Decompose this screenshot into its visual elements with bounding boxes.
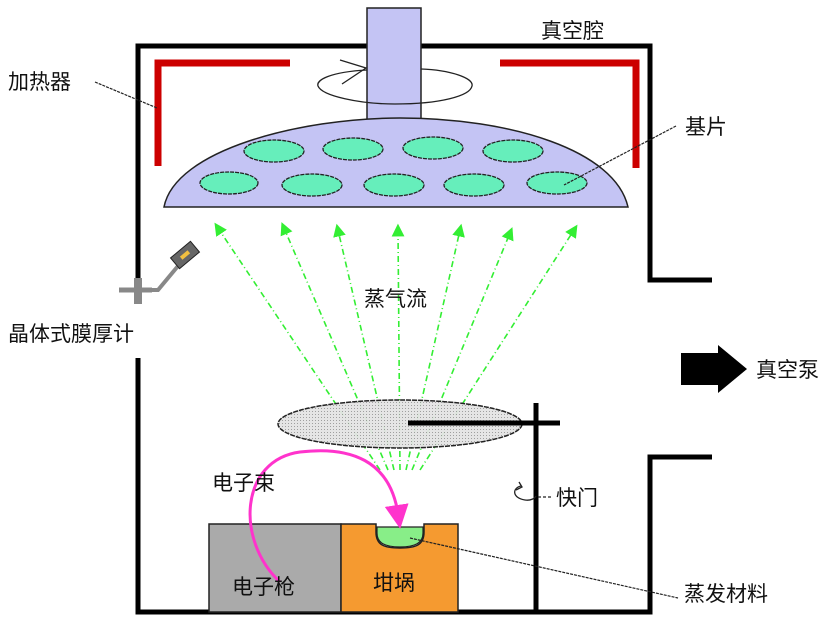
substrate [199, 171, 259, 195]
substrate [526, 171, 588, 195]
label-electron-gun: 电子枪 [232, 575, 295, 599]
label-vacuum-pump: 真空泵 [756, 358, 819, 382]
substrate [402, 136, 464, 160]
evaporation-material [376, 526, 424, 548]
substrate [281, 173, 343, 197]
label-vapor-flow: 蒸气流 [364, 287, 427, 311]
electron-beam [248, 449, 409, 584]
label-evaporation-material: 蒸发材料 [684, 582, 768, 606]
substrates [199, 136, 588, 197]
heater-right [500, 59, 640, 168]
rotation-arrow-icon [317, 68, 473, 105]
vacuum-pump-arrow-icon [681, 345, 747, 393]
heater-leader [94, 81, 158, 109]
label-electron-beam: 电子束 [212, 471, 275, 495]
label-shutter: 快门 [556, 486, 598, 510]
substrate [322, 137, 384, 161]
vacuum-chamber [135, 43, 712, 615]
shutter-rotation-icon [514, 485, 537, 501]
rotation-arrowhead-icon [339, 59, 368, 85]
label-thickness-monitor: 晶体式膜厚计 [8, 322, 134, 346]
substrate-leader [563, 125, 677, 186]
label-substrate: 基片 [685, 115, 727, 139]
label-chamber: 真空腔 [541, 19, 604, 43]
substrate [243, 139, 305, 163]
thickness-monitor [119, 240, 201, 304]
shutter-rotation-arrowhead-icon [515, 481, 523, 491]
monitor-arm [150, 264, 180, 292]
substrate [443, 173, 505, 197]
heater-left [154, 59, 290, 166]
electron-gun [208, 523, 342, 613]
crystal-sensor-icon [169, 240, 201, 270]
substrate [363, 173, 425, 197]
substrate [482, 139, 544, 163]
vapor-stream [419, 224, 578, 471]
rotation-shaft [366, 7, 422, 121]
heater [154, 59, 640, 168]
label-crucible: 坩埚 [373, 571, 415, 595]
crucible [340, 523, 459, 613]
label-heater: 加热器 [8, 70, 71, 94]
chamber-left-wall-upper [135, 43, 712, 304]
chamber-left-wall-lower [135, 358, 712, 615]
material-leader [409, 537, 679, 599]
